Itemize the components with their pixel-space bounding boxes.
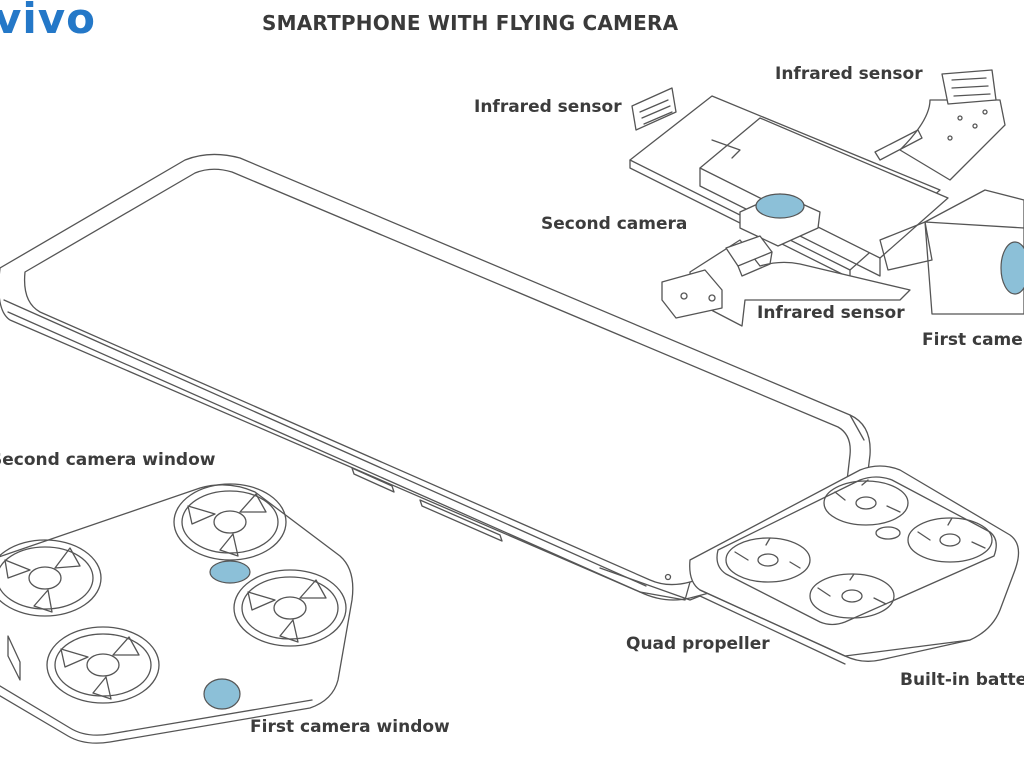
label-built-in-battery: Built-in battery <box>900 670 1024 690</box>
label-second-camera: Second camera <box>541 214 688 234</box>
label-quad-propeller: Quad propeller <box>626 634 770 654</box>
page-title: SMARTPHONE WITH FLYING CAMERA <box>262 11 679 35</box>
second-camera-window-lens <box>209 560 251 584</box>
label-first-camera-window: First camera window <box>250 717 450 737</box>
second-camera-lens <box>755 193 805 219</box>
label-infrared-sensor-top-right: Infrared sensor <box>775 64 923 84</box>
docked-drone <box>689 465 1020 665</box>
label-infrared-sensor-top-left: Infrared sensor <box>474 97 622 117</box>
label-first-camera: First camera <box>922 330 1024 350</box>
camera-module-exploded <box>629 69 1024 327</box>
label-infrared-sensor-bottom: Infrared sensor <box>757 303 905 323</box>
label-second-camera-window: Second camera window <box>0 450 216 470</box>
first-camera-window-lens <box>203 678 241 710</box>
flying-drone <box>0 483 354 744</box>
vivo-logo: vivo <box>0 0 97 43</box>
first-camera-lens <box>1000 241 1024 295</box>
